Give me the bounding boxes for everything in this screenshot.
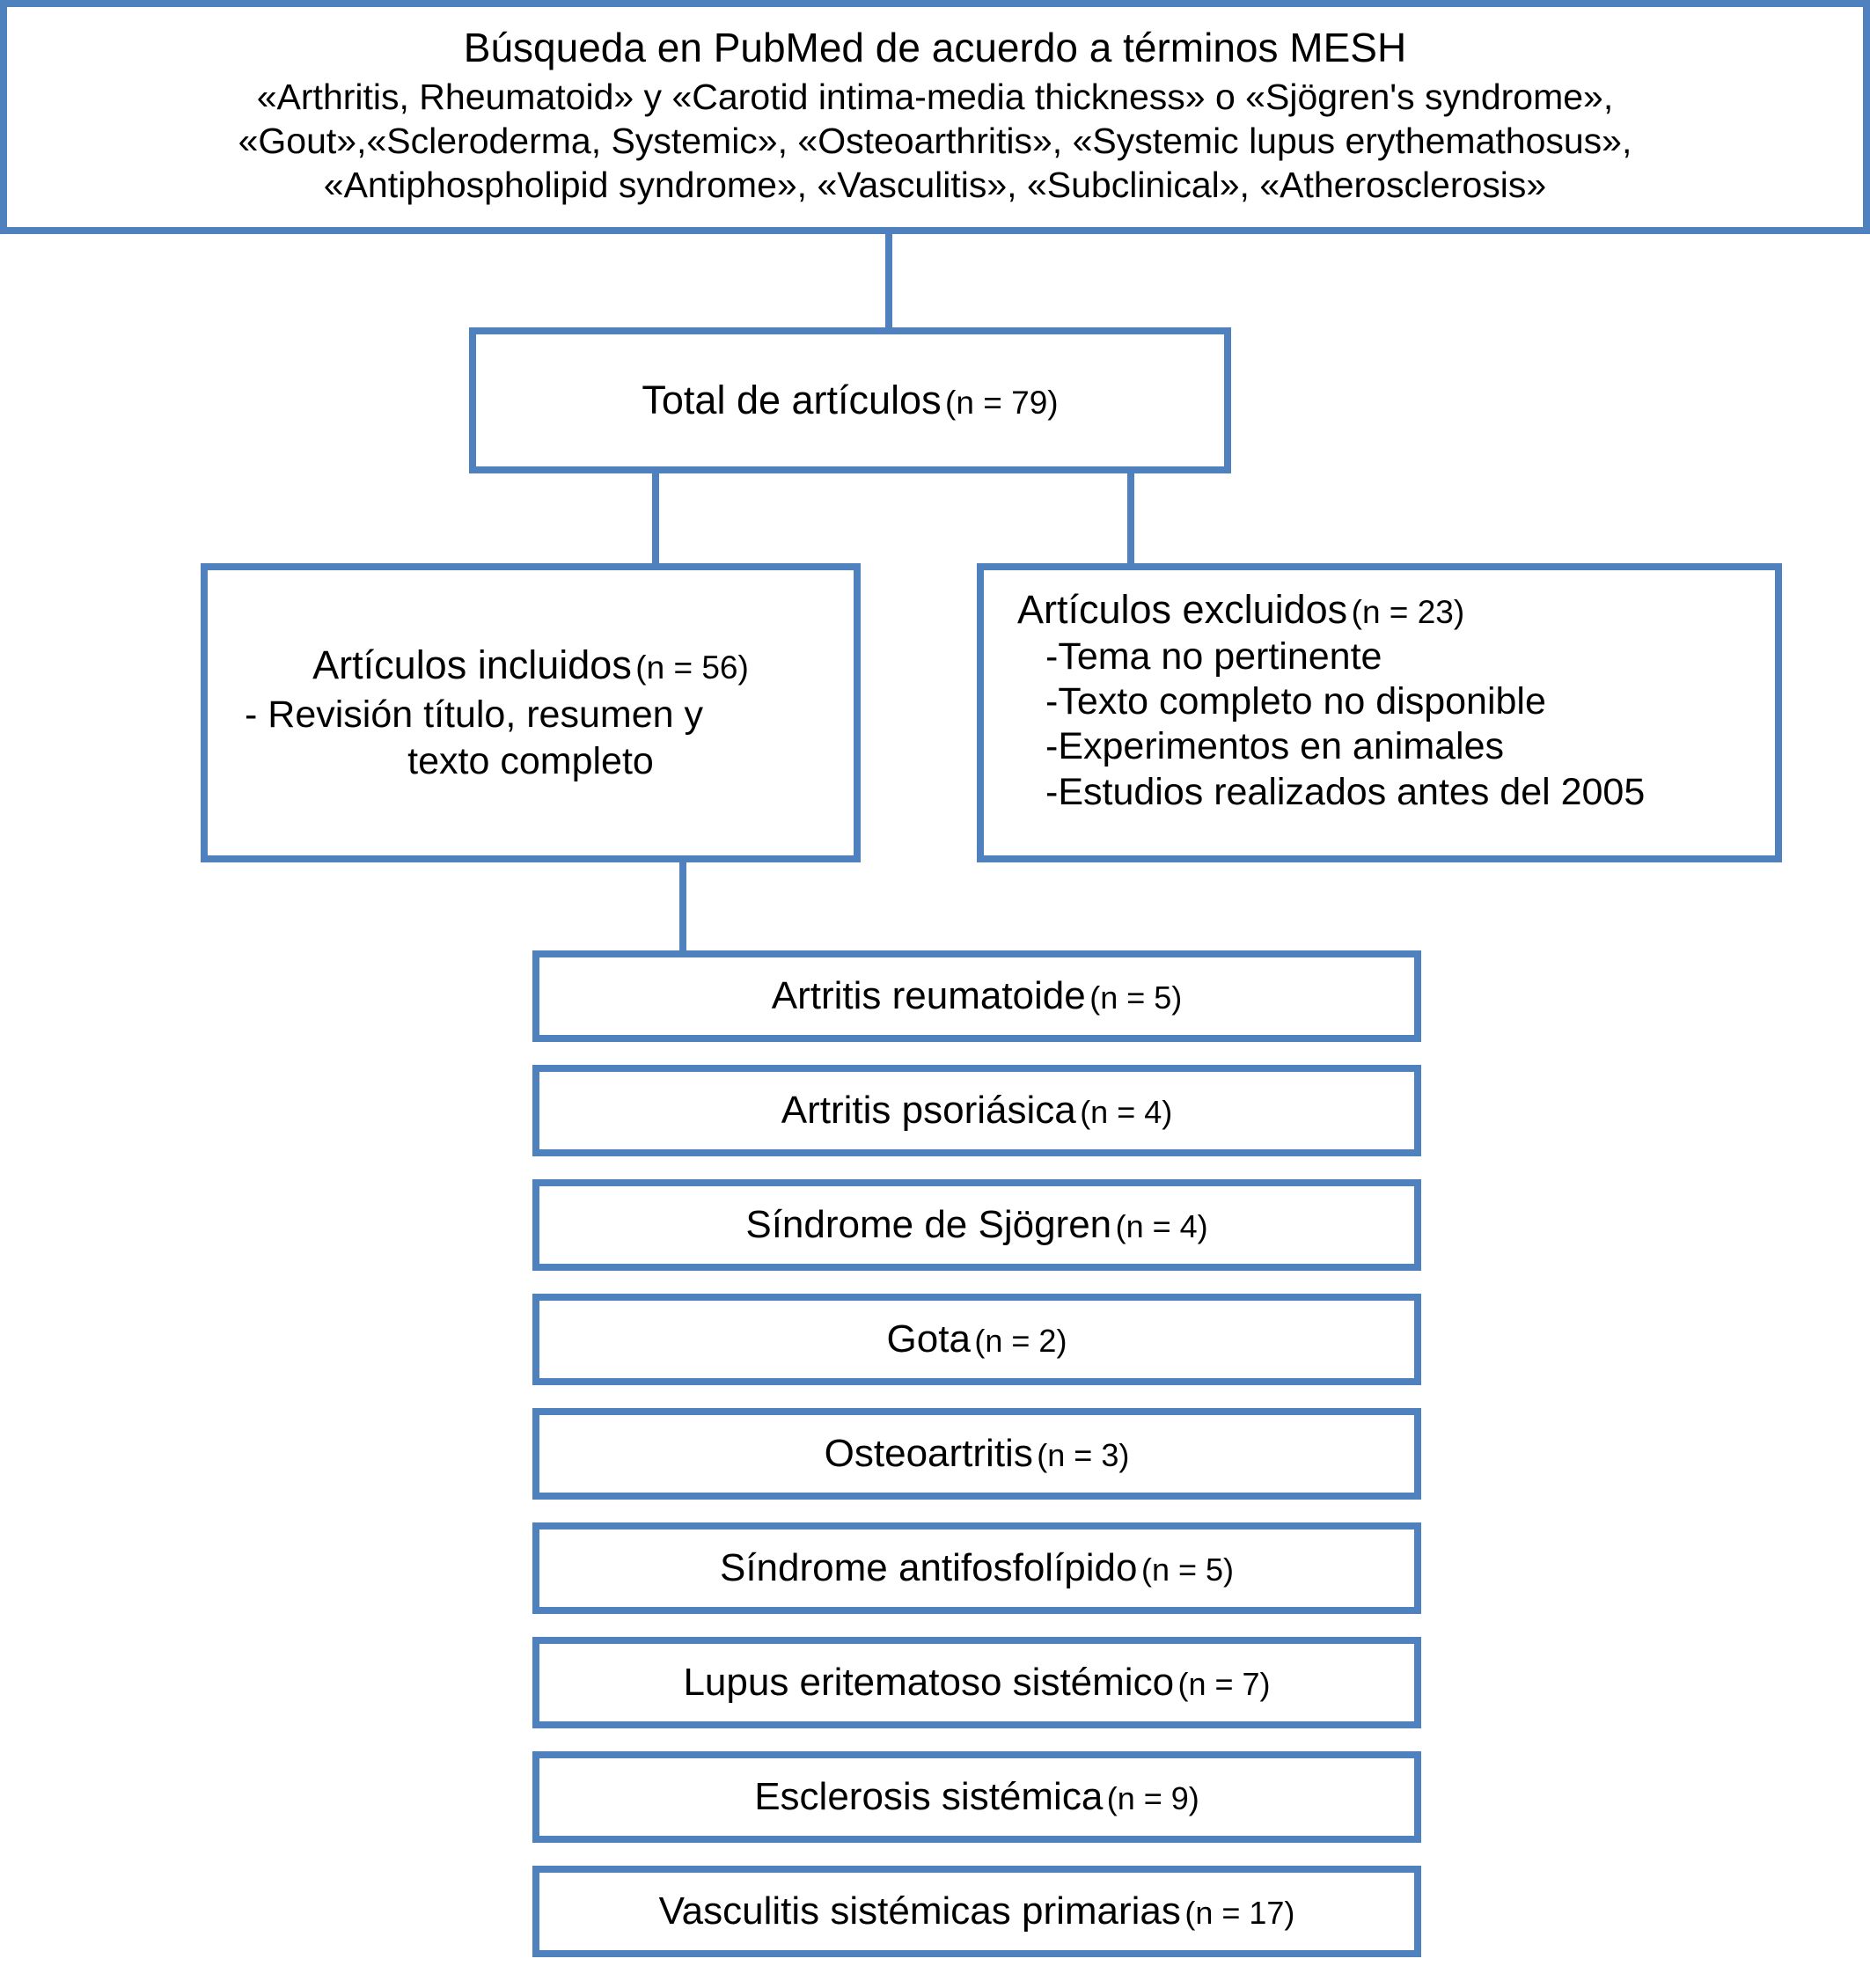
disease-label: Síndrome antifosfolípido <box>719 1546 1138 1590</box>
search-strategy-title: Búsqueda en PubMed de acuerdo a términos… <box>463 24 1407 70</box>
disease-label: Síndrome de Sjögren <box>745 1203 1112 1247</box>
disease-count: (n = 4) <box>1115 1208 1208 1245</box>
connector-total-stem-right <box>1127 473 1134 570</box>
disease-label: Vasculitis sistémicas primarias <box>658 1889 1181 1933</box>
disease-count: (n = 3) <box>1037 1437 1130 1474</box>
disease-line: Gota (n = 2) <box>887 1317 1067 1362</box>
disease-count: (n = 4) <box>1080 1094 1173 1131</box>
included-articles-label: Artículos incluidos <box>312 642 632 687</box>
disease-box-artritis-reumatoide: Artritis reumatoide (n = 5) <box>532 950 1421 1042</box>
search-strategy-box: Búsqueda en PubMed de acuerdo a términos… <box>0 0 1870 234</box>
exclusion-reason-3: -Experimentos en animales <box>1045 725 1505 768</box>
disease-count: (n = 2) <box>974 1323 1067 1360</box>
included-articles-box: Artículos incluidos (n = 56) - Revisión … <box>201 563 861 862</box>
disease-count: (n = 7) <box>1177 1666 1271 1703</box>
disease-line: Esclerosis sistémica (n = 9) <box>754 1774 1199 1820</box>
disease-label: Esclerosis sistémica <box>754 1775 1104 1819</box>
disease-line: Síndrome antifosfolípido (n = 5) <box>720 1545 1234 1591</box>
disease-count: (n = 5) <box>1089 979 1183 1016</box>
exclusion-reason-4: -Estudios realizados antes del 2005 <box>1045 770 1646 813</box>
exclusion-reason-1: -Tema no pertinente <box>1045 635 1382 679</box>
disease-box-esclerosis-sistemica: Esclerosis sistémica (n = 9) <box>532 1751 1421 1843</box>
disease-label: Osteoartritis <box>824 1432 1033 1476</box>
disease-label: Lupus eritematoso sistémico <box>683 1661 1175 1705</box>
exclusion-reason-2: -Texto completo no disponible <box>1045 680 1546 723</box>
disease-box-artritis-psoriasica: Artritis psoriásica (n = 4) <box>532 1065 1421 1156</box>
disease-count: (n = 17) <box>1184 1895 1295 1932</box>
disease-box-osteoartritis: Osteoartritis (n = 3) <box>532 1408 1421 1500</box>
search-terms-line-1: «Arthritis, Rheumatoid» y «Carotid intim… <box>256 77 1614 118</box>
search-terms-line-2: «Gout»,«Scleroderma, Systemic», «Osteoar… <box>238 121 1632 162</box>
disease-box-lupus-eritematoso-sistemico: Lupus eritematoso sistémico (n = 7) <box>532 1637 1421 1728</box>
disease-line: Artritis psoriásica (n = 4) <box>781 1088 1172 1133</box>
total-articles-label: Total de artículos <box>642 378 942 423</box>
disease-box-gota: Gota (n = 2) <box>532 1294 1421 1385</box>
search-terms-line-3: «Antiphospholipid syndrome», «Vasculitis… <box>323 165 1547 206</box>
disease-line: Osteoartritis (n = 3) <box>825 1431 1130 1477</box>
disease-box-sindrome-antifosfolipido: Síndrome antifosfolípido (n = 5) <box>532 1522 1421 1614</box>
included-detail-line-2: texto completo <box>407 739 654 782</box>
total-articles-count: (n = 79) <box>945 385 1059 422</box>
disease-label: Artritis psoriásica <box>781 1089 1076 1133</box>
included-articles-count: (n = 56) <box>635 649 749 686</box>
included-detail-line-1: - Revisión título, resumen y <box>245 693 703 737</box>
disease-count: (n = 5) <box>1140 1552 1234 1588</box>
connector-included-to-diseases <box>679 862 686 950</box>
total-articles-line: Total de artículos (n = 79) <box>642 377 1058 423</box>
disease-label: Gota <box>886 1317 971 1361</box>
excluded-articles-box: Artículos excluidos (n = 23) -Tema no pe… <box>977 563 1782 862</box>
disease-line: Artritis reumatoide (n = 5) <box>772 973 1183 1019</box>
disease-line: Vasculitis sistémicas primarias (n = 17) <box>659 1889 1295 1934</box>
excluded-articles-headline: Artículos excluidos (n = 23) <box>1017 586 1464 633</box>
disease-box-vasculitis-sistemicas-primarias: Vasculitis sistémicas primarias (n = 17) <box>532 1866 1421 1957</box>
connector-search-to-total <box>885 234 892 331</box>
excluded-articles-count: (n = 23) <box>1351 594 1465 630</box>
connector-total-stem-left <box>652 473 659 570</box>
disease-box-sindrome-de-sjogren: Síndrome de Sjögren (n = 4) <box>532 1179 1421 1271</box>
disease-count: (n = 9) <box>1106 1780 1199 1817</box>
disease-label: Artritis reumatoide <box>771 974 1086 1018</box>
total-articles-box: Total de artículos (n = 79) <box>469 327 1231 473</box>
excluded-articles-label: Artículos excluidos <box>1017 587 1348 632</box>
disease-line: Síndrome de Sjögren (n = 4) <box>745 1202 1207 1248</box>
disease-line: Lupus eritematoso sistémico (n = 7) <box>683 1660 1270 1706</box>
included-articles-headline: Artículos incluidos (n = 56) <box>312 642 749 688</box>
